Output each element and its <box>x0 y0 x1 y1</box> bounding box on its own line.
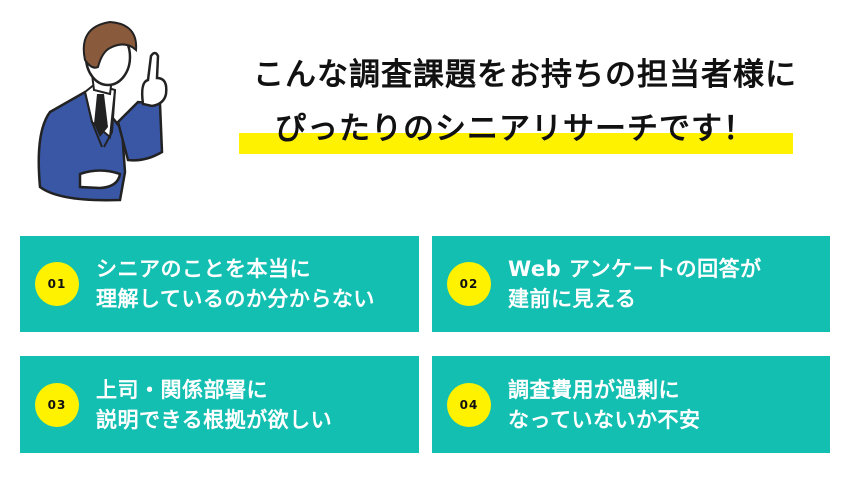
issue-card-01: 01 シニアのことを本当に理解しているのか分からない <box>20 236 419 332</box>
card-line-1: Web アンケートの回答が <box>508 257 762 281</box>
headline-line-1: こんな調査課題をお持ちの担当者様に <box>253 57 797 93</box>
card-line-2: 説明できる根拠が欲しい <box>96 407 333 432</box>
issue-card-04: 04 調査費用が過剰になっていないか不安 <box>432 356 830 453</box>
yellow-highlight <box>239 133 793 154</box>
issue-card-03: 03 上司・関係部署に説明できる根拠が欲しい <box>20 356 419 453</box>
card-line-2: 理解しているのか分からない <box>96 287 375 311</box>
issue-card-02: 02 Web アンケートの回答が建前に見える <box>432 236 830 332</box>
card-line-1: 上司・関係部署に <box>96 377 268 402</box>
card-line-2: なっていないか不安 <box>508 407 701 432</box>
headline: こんな調査課題をお持ちの担当者様に ぴったりのシニアリサーチです！ <box>200 55 830 154</box>
number-badge: 04 <box>447 382 491 427</box>
number-badge: 03 <box>35 382 79 427</box>
number-badge: 02 <box>447 262 491 306</box>
card-line-2: 建前に見える <box>508 287 637 311</box>
card-line-1: シニアのことを本当に <box>96 257 311 281</box>
businessman-illustration <box>37 20 168 202</box>
card-line-1: 調査費用が過剰に <box>508 377 680 402</box>
headline-line-2: ぴったりのシニアリサーチです！ <box>275 111 755 147</box>
number-badge: 01 <box>35 262 79 306</box>
